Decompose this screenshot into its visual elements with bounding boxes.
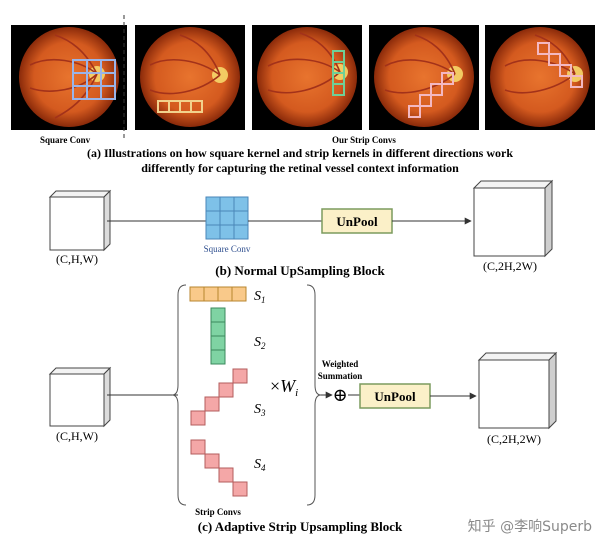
left-brace	[171, 284, 187, 506]
label-s3-sub: 3	[260, 408, 266, 418]
kernel-label-b: Square Conv	[204, 244, 251, 254]
diagonal-strip-kernel-up	[537, 42, 583, 88]
unpool-label-c: UnPool	[374, 389, 416, 404]
label-s1: S1	[254, 289, 266, 305]
output-dims-b: (C,2H,2W)	[483, 259, 537, 273]
weighted-line2: Summation	[318, 371, 363, 381]
input-cube-c	[48, 366, 112, 428]
retina-image-horizontal-strip	[135, 25, 245, 130]
panel-b: (C,H,W) Square Conv UnPool (C,2H,2W) (b)…	[48, 179, 554, 278]
caption-a-line2: differently for capturing the retinal ve…	[141, 161, 459, 175]
strip-convs-label: Strip Convs	[195, 507, 241, 517]
square-kernel-outline	[72, 59, 116, 100]
output-dims-c: (C,2H,2W)	[487, 432, 541, 446]
strip-s4-kernel	[190, 439, 248, 497]
label-s2-main: S	[254, 335, 261, 350]
input-dims-b: (C,H,W)	[56, 252, 98, 266]
retina-image-square	[11, 25, 127, 130]
label-s1-sub: 1	[261, 295, 266, 305]
watermark: 知乎 @李响Superb	[468, 518, 592, 535]
panel-c: (C,H,W) S1 S2 S3 S4 ×Wi	[48, 284, 558, 534]
label-s3: S3	[254, 402, 266, 418]
right-brace	[306, 284, 322, 506]
times-sign: ×	[270, 376, 280, 396]
retina-image-diagonal-strip-2	[485, 25, 595, 130]
weight-sub: i	[295, 387, 298, 399]
strip-s1-kernel	[189, 286, 247, 302]
label-s3-main: S	[254, 402, 261, 417]
oplus-sum: ⊕	[332, 385, 347, 405]
panel-a: Square Conv Our Strip Convs (a) Illustra…	[11, 15, 595, 175]
weight-multiplier: ×Wi	[270, 376, 298, 399]
diagonal-strip-kernel-down	[408, 72, 454, 118]
square-kernel-grid	[72, 59, 116, 100]
retina-image-diagonal-strip-1	[369, 25, 479, 130]
input-dims-c: (C,H,W)	[56, 429, 98, 443]
output-cube-c	[477, 351, 558, 430]
label-s2: S2	[254, 335, 266, 351]
strip-s2-kernel	[210, 307, 226, 365]
label-square-conv: Square Conv	[40, 135, 91, 145]
label-s1-main: S	[254, 289, 261, 304]
vertical-strip-kernel	[332, 50, 345, 96]
weighted-line1: Weighted	[322, 359, 359, 369]
unpool-box-b: UnPool	[321, 208, 393, 234]
label-s4-sub: 4	[261, 463, 266, 473]
unpool-box-c: UnPool	[359, 383, 431, 409]
square-kernel-b	[205, 196, 249, 240]
output-cube-b	[472, 179, 554, 258]
strip-s3-kernel	[190, 368, 248, 426]
label-s4: S4	[254, 457, 266, 473]
weight-main: W	[280, 376, 297, 396]
label-strip-convs: Our Strip Convs	[332, 135, 396, 145]
horizontal-strip-kernel	[157, 100, 203, 113]
caption-c: (c) Adaptive Strip Upsampling Block	[198, 519, 403, 534]
label-s4-main: S	[254, 457, 261, 472]
caption-b: (b) Normal UpSampling Block	[215, 263, 385, 278]
label-s2-sub: 2	[261, 341, 266, 351]
caption-a-line1: (a) Illustrations on how square kernel a…	[87, 146, 513, 160]
unpool-label-b: UnPool	[336, 214, 378, 229]
input-cube-b	[48, 189, 112, 252]
retina-image-vertical-strip	[252, 25, 362, 130]
